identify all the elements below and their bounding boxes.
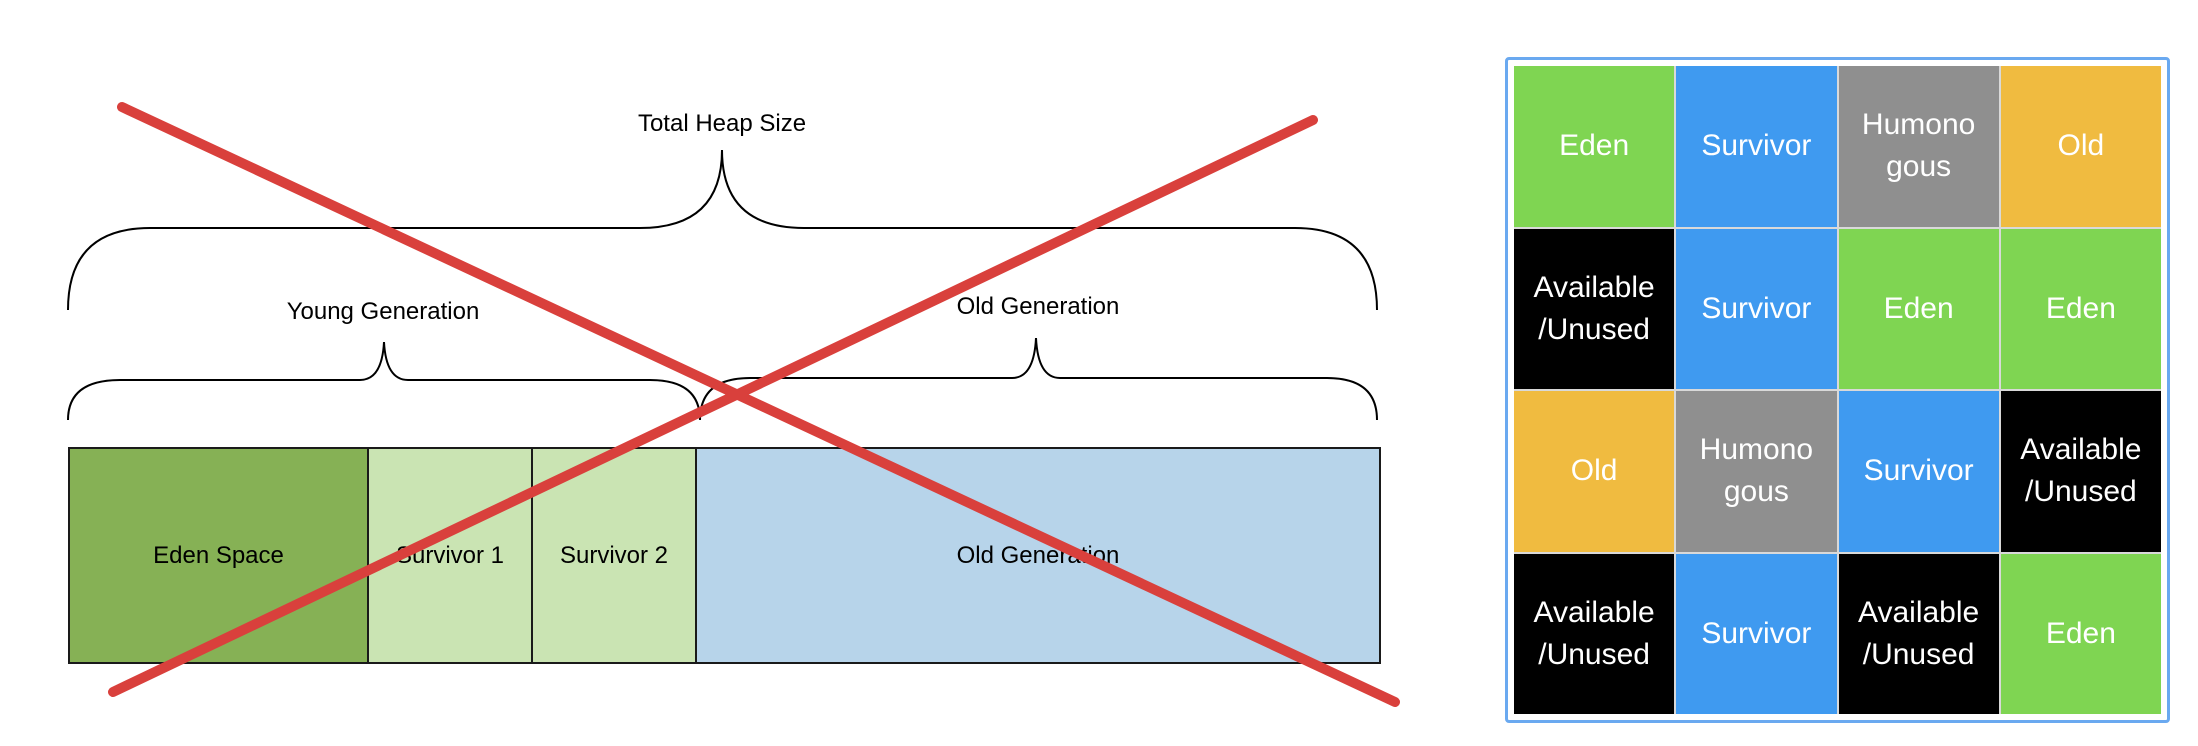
region-cell-available: Available /Unused — [1514, 553, 1675, 714]
region-cell-old: Old — [1514, 391, 1675, 552]
total-heap-brace — [67, 149, 1378, 311]
region-cell-eden: Eden — [1514, 66, 1675, 227]
region-cell-survivor: Survivor — [1676, 66, 1837, 227]
young-generation-brace — [67, 341, 701, 421]
region-cell-available: Available /Unused — [1838, 553, 1999, 714]
total-heap-size-label: Total Heap Size — [637, 110, 807, 137]
region-cell-survivor: Survivor — [1676, 228, 1837, 389]
region-cell-eden: Eden — [1838, 228, 1999, 389]
old-generation-segment: Old Generation — [697, 449, 1379, 662]
region-cell-humongous: Humono gous — [1676, 391, 1837, 552]
region-cell-old: Old — [2000, 66, 2161, 227]
generational-heap-diagram: Total Heap Size Young Generation Old Gen… — [67, 102, 1400, 707]
region-cell-survivor: Survivor — [1838, 391, 1999, 552]
old-generation-brace — [699, 337, 1378, 421]
region-cell-eden: Eden — [2000, 553, 2161, 714]
region-cell-available: Available /Unused — [1514, 228, 1675, 389]
region-cell-humongous: Humono gous — [1838, 66, 1999, 227]
young-generation-label: Young Generation — [286, 298, 480, 325]
survivor-2-segment: Survivor 2 — [533, 449, 697, 662]
region-cell-eden: Eden — [2000, 228, 2161, 389]
eden-space-segment: Eden Space — [70, 449, 369, 662]
heap-bar: Eden Space Survivor 1 Survivor 2 Old Gen… — [68, 447, 1381, 664]
old-generation-label: Old Generation — [956, 293, 1120, 320]
survivor-1-segment: Survivor 1 — [369, 449, 533, 662]
region-cell-survivor: Survivor — [1676, 553, 1837, 714]
region-cell-available: Available /Unused — [2000, 391, 2161, 552]
